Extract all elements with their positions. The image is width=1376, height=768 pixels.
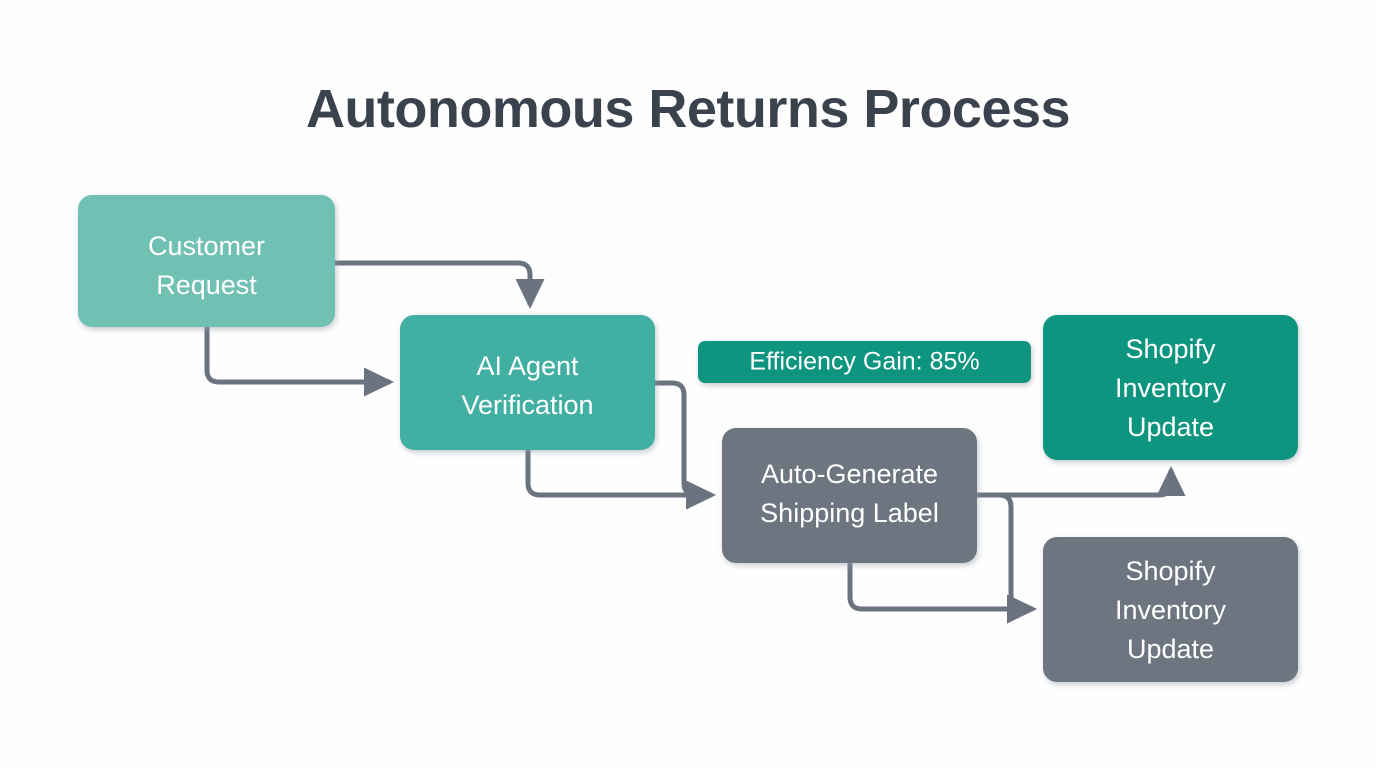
node-shopify-inventory-update-gray-line-2: Inventory <box>1115 595 1227 625</box>
node-auto-generate-shipping-label[interactable]: Auto-Generate Shipping Label <box>722 428 977 563</box>
node-layer: Customer Request AI Agent Verification A… <box>78 195 1298 682</box>
node-shopify-inventory-update-teal[interactable]: Shopify Inventory Update <box>1043 315 1298 460</box>
node-ai-agent-verification[interactable]: AI Agent Verification <box>400 315 655 450</box>
edge-customer-request-to-ai-agent-top <box>335 260 545 310</box>
node-auto-generate-shipping-label-line-1: Auto-Generate <box>761 459 938 489</box>
edge-ai-agent-to-shipping-label-bottom <box>525 450 717 510</box>
edge-customer-request-to-ai-agent-left <box>204 327 395 397</box>
efficiency-gain-badge[interactable]: Efficiency Gain: 85% <box>698 341 1031 383</box>
efficiency-gain-badge-box[interactable] <box>698 341 1031 383</box>
edge-shipping-label-to-shopify-teal <box>977 465 1186 498</box>
node-ai-agent-verification-line-2: Verification <box>461 390 593 420</box>
edge-layer <box>204 260 1186 624</box>
node-auto-generate-shipping-label-line-2: Shipping Label <box>760 498 939 528</box>
node-shopify-inventory-update-teal-line-2: Inventory <box>1115 373 1227 403</box>
node-customer-request[interactable]: Customer Request <box>78 195 335 327</box>
edge-shipping-label-to-shopify-gray-bottom <box>847 563 1038 624</box>
node-shopify-inventory-update-teal-line-3: Update <box>1127 412 1214 442</box>
edge-shipping-label-to-shopify-gray-right <box>977 492 1038 624</box>
node-shopify-inventory-update-gray-box[interactable] <box>1043 537 1298 682</box>
page-title: Autonomous Returns Process <box>305 79 1071 139</box>
node-customer-request-box[interactable] <box>78 195 335 327</box>
node-shopify-inventory-update-gray[interactable]: Shopify Inventory Update <box>1043 537 1298 682</box>
node-shopify-inventory-update-teal-box[interactable] <box>1043 315 1298 460</box>
node-shopify-inventory-update-gray-line-3: Update <box>1127 634 1214 664</box>
node-customer-request-line-2: Request <box>156 270 257 300</box>
edge-ai-agent-to-shipping-label-right <box>655 380 717 510</box>
node-ai-agent-verification-box[interactable] <box>400 315 655 450</box>
node-shopify-inventory-update-gray-line-1: Shopify <box>1125 556 1216 586</box>
node-auto-generate-shipping-label-box[interactable] <box>722 428 977 563</box>
node-shopify-inventory-update-teal-line-1: Shopify <box>1125 334 1216 364</box>
node-customer-request-line-1: Customer <box>148 231 265 261</box>
efficiency-gain-badge-label: Efficiency Gain: 85% <box>749 348 979 376</box>
node-ai-agent-verification-line-1: AI Agent <box>476 351 579 381</box>
